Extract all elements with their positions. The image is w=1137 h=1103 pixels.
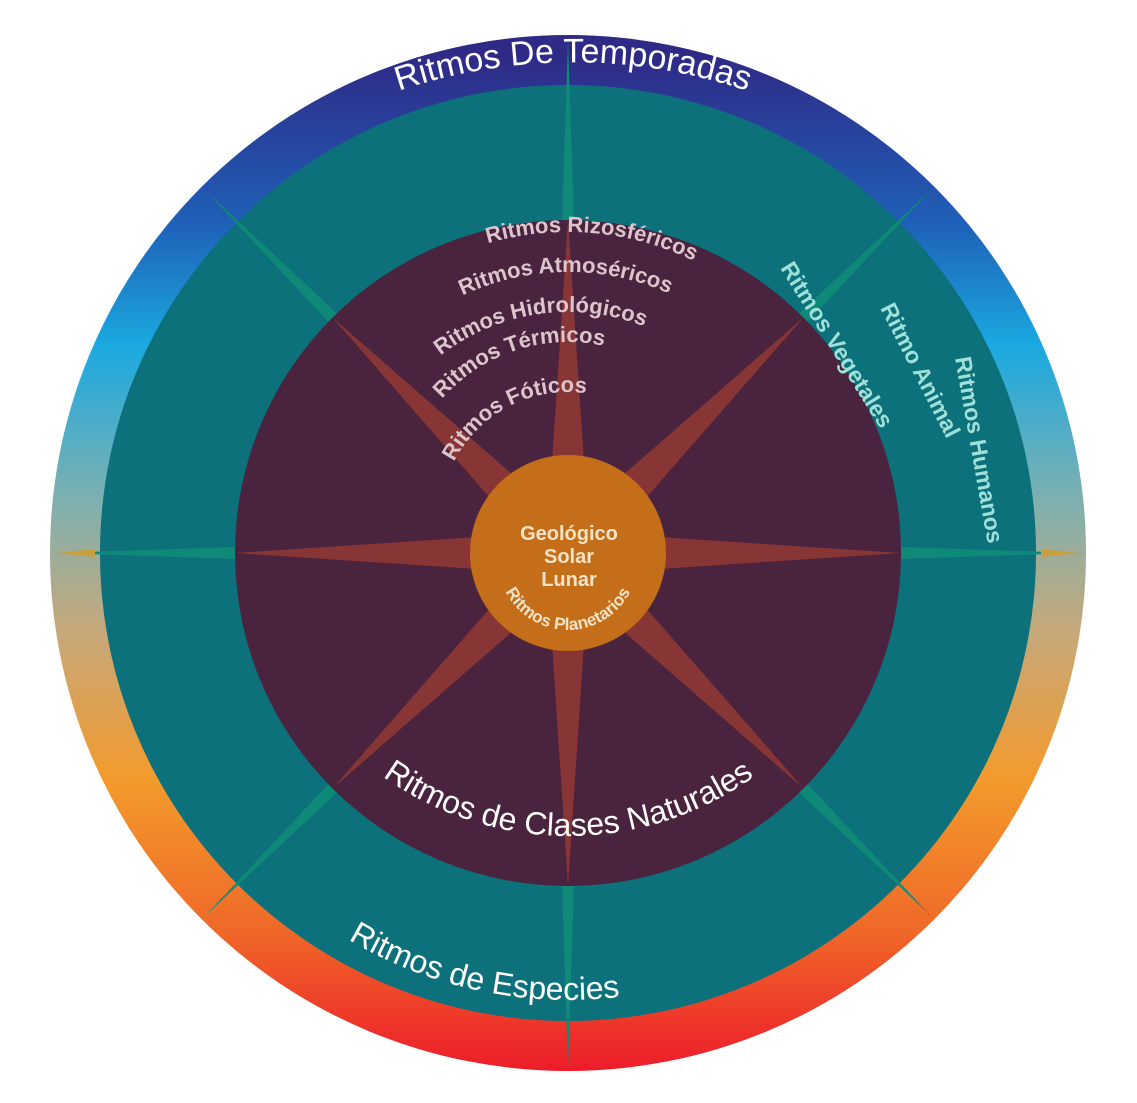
center-line-geologico: Geológico (520, 523, 618, 545)
center-line-lunar: Lunar (541, 569, 597, 591)
star-tips (55, 549, 1081, 557)
center-disc (470, 455, 666, 651)
center-line-solar: Solar (544, 546, 594, 568)
